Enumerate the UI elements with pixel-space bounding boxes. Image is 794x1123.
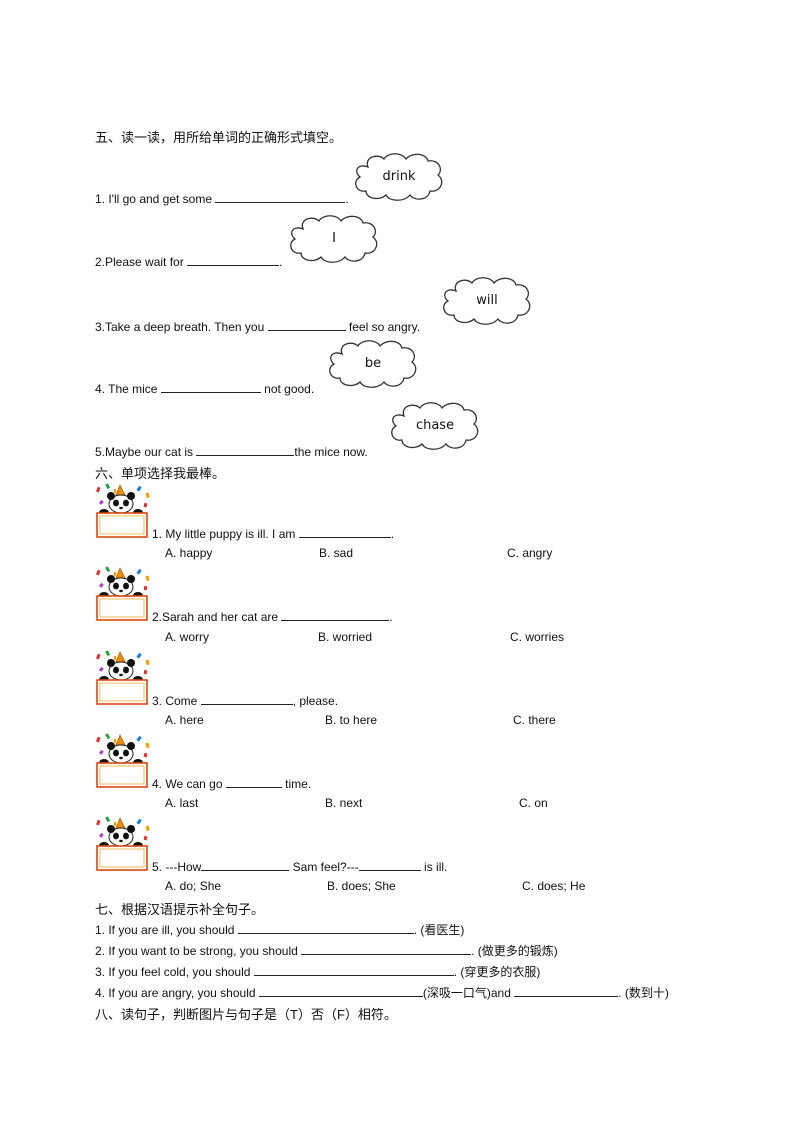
s5-item-2: 2.Please wait for . (95, 254, 283, 269)
s6-q4-option-b[interactable]: B. next (325, 796, 363, 810)
answer-blank[interactable] (298, 526, 391, 538)
answer-blank[interactable] (267, 319, 346, 331)
panda-board-icon (94, 816, 152, 872)
answer-blank[interactable] (187, 254, 280, 266)
answer-blank[interactable] (281, 609, 390, 621)
s6-q3-option-c[interactable]: C. there (513, 713, 556, 727)
cloud-word: will (476, 293, 498, 309)
answer-blank[interactable] (358, 859, 421, 871)
s6-q3-option-b[interactable]: B. to here (325, 713, 378, 727)
s6-q2-option-a[interactable]: A. worry (165, 630, 210, 644)
s6-q1-option-b[interactable]: B. sad (319, 546, 354, 560)
answer-blank[interactable] (196, 444, 295, 456)
s5-item-1: 1. I'll go and get some . (95, 191, 349, 206)
answer-blank[interactable] (200, 693, 293, 705)
s7-item-4: 4. If you are angry, you should (深吸一口气)a… (95, 985, 669, 1000)
s7-item-1: 1. If you are ill, you should . (看医生) (95, 922, 465, 937)
cloud-i: I (289, 215, 379, 263)
answer-blank[interactable] (237, 922, 414, 934)
s6-q5-option-b[interactable]: B. does; She (327, 879, 396, 893)
answer-blank[interactable] (160, 381, 261, 393)
panda-board-icon (94, 483, 152, 539)
s5-item-5: 5.Maybe our cat is the mice now. (95, 444, 368, 459)
s6-q2-option-c[interactable]: C. worries (510, 630, 565, 644)
answer-blank[interactable] (258, 985, 423, 997)
panda-board-icon (94, 566, 152, 622)
section7-heading: 七、根据汉语提示补全句子。 (95, 902, 265, 917)
cloud-word: be (364, 356, 382, 372)
s6-q5-option-a[interactable]: A. do; She (165, 879, 222, 893)
cloud-be: be (328, 339, 418, 389)
s6-q4-option-c[interactable]: C. on (519, 796, 548, 810)
s6-q1-option-c[interactable]: C. angry (507, 546, 553, 560)
section5-heading: 五、读一读，用所给单词的正确形式填空。 (95, 130, 343, 145)
s6-q2-option-b[interactable]: B. worried (318, 630, 373, 644)
answer-blank[interactable] (514, 985, 619, 997)
s6-q1-option-a[interactable]: A. happy (165, 546, 213, 560)
s6-question-3: 3. Come , please. (152, 693, 339, 708)
cloud-chase: chase (390, 401, 480, 451)
s6-question-1: 1. My little puppy is ill. I am . (152, 526, 395, 541)
panda-board-icon (94, 733, 152, 789)
cloud-drink: drink (354, 153, 444, 201)
answer-blank[interactable] (253, 964, 454, 976)
s7-item-2: 2. If you want to be strong, you should … (95, 943, 558, 958)
s6-q3-option-a[interactable]: A. here (165, 713, 204, 727)
s6-q5-option-c[interactable]: C. does; He (522, 879, 586, 893)
section8-heading: 八、读句子，判断图片与句子是（T）否（F）相符。 (95, 1007, 397, 1022)
s5-item-4: 4. The mice not good. (95, 381, 315, 396)
answer-blank[interactable] (215, 191, 346, 203)
cloud-will: will (442, 276, 532, 326)
answer-blank[interactable] (225, 776, 282, 788)
answer-blank[interactable] (201, 859, 290, 871)
s5-item-3: 3.Take a deep breath. Then you feel so a… (95, 319, 421, 334)
section6-heading: 六、单项选择我最棒。 (95, 466, 226, 481)
cloud-word: drink (382, 169, 416, 185)
s7-item-3: 3. If you feel cold, you should . (穿更多的衣… (95, 964, 541, 979)
cloud-word: chase (415, 418, 455, 434)
s6-q4-option-a[interactable]: A. last (165, 796, 199, 810)
cloud-word: I (332, 231, 336, 247)
answer-blank[interactable] (301, 943, 472, 955)
panda-board-icon (94, 650, 152, 706)
s6-question-5: 5. ---How Sam feel?--- is ill. (152, 859, 448, 874)
s6-question-2: 2.Sarah and her cat are . (152, 609, 393, 624)
s6-question-4: 4. We can go time. (152, 776, 312, 791)
